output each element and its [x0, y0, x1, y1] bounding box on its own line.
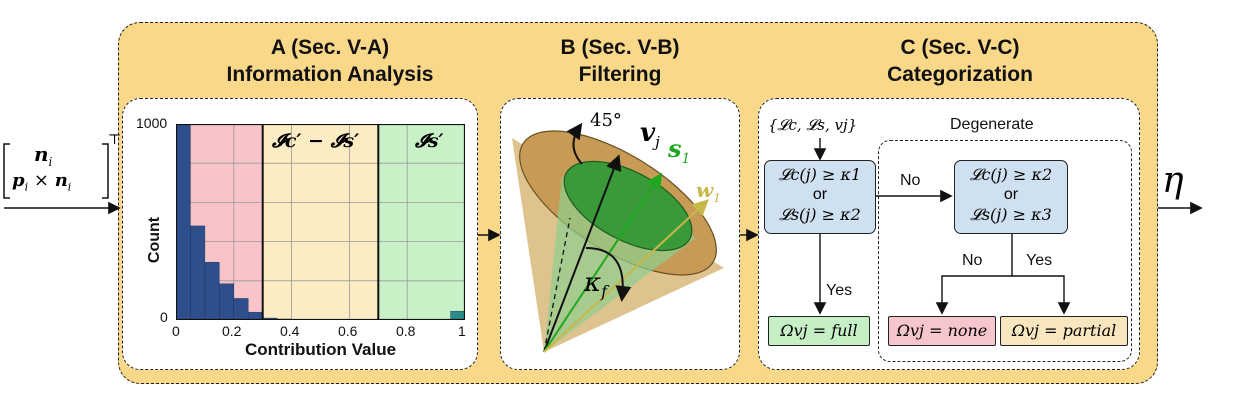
ytick-bottom: 0: [160, 309, 168, 325]
cond2-no-arrow: [935, 234, 1013, 315]
input-n2: n: [54, 170, 68, 191]
output-eta: η: [1162, 160, 1184, 201]
section-b-title-line1: B (Sec. V-B): [560, 36, 680, 59]
input-p: p: [12, 170, 25, 191]
cond2-line1: 𝓛c(j) ≥ κ2: [969, 165, 1053, 184]
yes-label-2: Yes: [1026, 252, 1053, 269]
inner-cone-rim: [563, 160, 693, 252]
input-n-sub: i: [48, 155, 53, 169]
angle-45-arc: [566, 122, 583, 165]
section-c-title-line2: Categorization: [887, 63, 1033, 86]
xtick-04: 0.4: [280, 323, 300, 339]
s1-arrow: [543, 172, 663, 353]
w1-sub: 1: [713, 191, 721, 205]
output-partial: Ωvj = partial: [1000, 316, 1128, 346]
section-a-title-line2: Information Analysis: [226, 63, 434, 86]
section-a-title-line1: A (Sec. V-A): [270, 36, 390, 59]
plot-frame: [175, 123, 466, 321]
condition-node-1: 𝓛c(j) ≥ κ1 or 𝓛s(j) ≥ κ2: [764, 160, 876, 234]
input-p-sub: i: [24, 180, 29, 194]
ytick-top: 1000: [136, 115, 168, 131]
input-vector: ni pi × ni: [2, 140, 114, 202]
cond1-line2: 𝓛s(j) ≥ κ2: [779, 205, 861, 224]
cond1-line1: 𝓛c(j) ≥ κ1: [778, 165, 862, 184]
cond1-or: or: [812, 186, 828, 203]
cond2-line2: 𝓛s(j) ≥ κ3: [970, 205, 1052, 224]
degenerate-label: Degenerate: [950, 116, 1034, 133]
degenerate-box: [878, 140, 1132, 362]
yes-label-1: Yes: [826, 282, 853, 299]
no-label-1: No: [900, 172, 921, 189]
cone-axis: [543, 217, 571, 353]
angle-label: 45°: [590, 110, 622, 131]
xtick-0: 0: [172, 323, 180, 339]
cone-diagram: [512, 122, 724, 353]
region-right-label: 𝓘s′: [415, 130, 444, 152]
input-n2-sub: i: [67, 180, 72, 194]
histogram-xlabel: Contribution Value: [244, 340, 397, 359]
vj-sub: j: [655, 133, 660, 152]
section-b-title-line2: Filtering: [578, 63, 662, 86]
vj-arrow: [543, 154, 622, 353]
input-set: {𝓛c, 𝓛s, vj}: [768, 116, 858, 134]
xtick-06: 0.6: [338, 323, 358, 339]
kappa-sub: f: [601, 282, 607, 302]
kappa-label: κ: [584, 268, 602, 298]
s1-label: s: [668, 134, 682, 163]
inner-cone: [544, 176, 696, 352]
xtick-1: 1: [458, 323, 466, 339]
xtick-02: 0.2: [222, 323, 242, 339]
region-yellow: [262, 124, 379, 320]
region-mid-label: 𝓘c′ − 𝓘s′: [272, 130, 360, 152]
input-n: n: [34, 142, 49, 166]
input-cross: ×: [33, 170, 49, 191]
vj-label: v: [640, 118, 656, 148]
transpose-symbol: ⊤: [108, 132, 122, 148]
w1-label: w: [696, 178, 714, 202]
section-c-title-line1: C (Sec. V-C): [900, 36, 1020, 59]
s1-sub: 1: [681, 150, 691, 167]
no-label-2: No: [962, 252, 983, 269]
region-green: [378, 124, 465, 320]
input-matrix-brackets: [3, 143, 109, 199]
histogram-plot: [175, 123, 466, 321]
w1-arrow: [543, 199, 709, 353]
output-none: Ωvj = none: [888, 316, 996, 346]
cond2-yes-arrow: [1012, 275, 1071, 315]
condition-node-2: 𝓛c(j) ≥ κ2 or 𝓛s(j) ≥ κ3: [954, 160, 1068, 234]
output-full: Ωvj = full: [768, 316, 870, 346]
xtick-08: 0.8: [396, 323, 416, 339]
kappa-arc: [585, 247, 632, 302]
cond2-or: or: [1003, 186, 1019, 203]
histogram-svg: [175, 123, 466, 321]
